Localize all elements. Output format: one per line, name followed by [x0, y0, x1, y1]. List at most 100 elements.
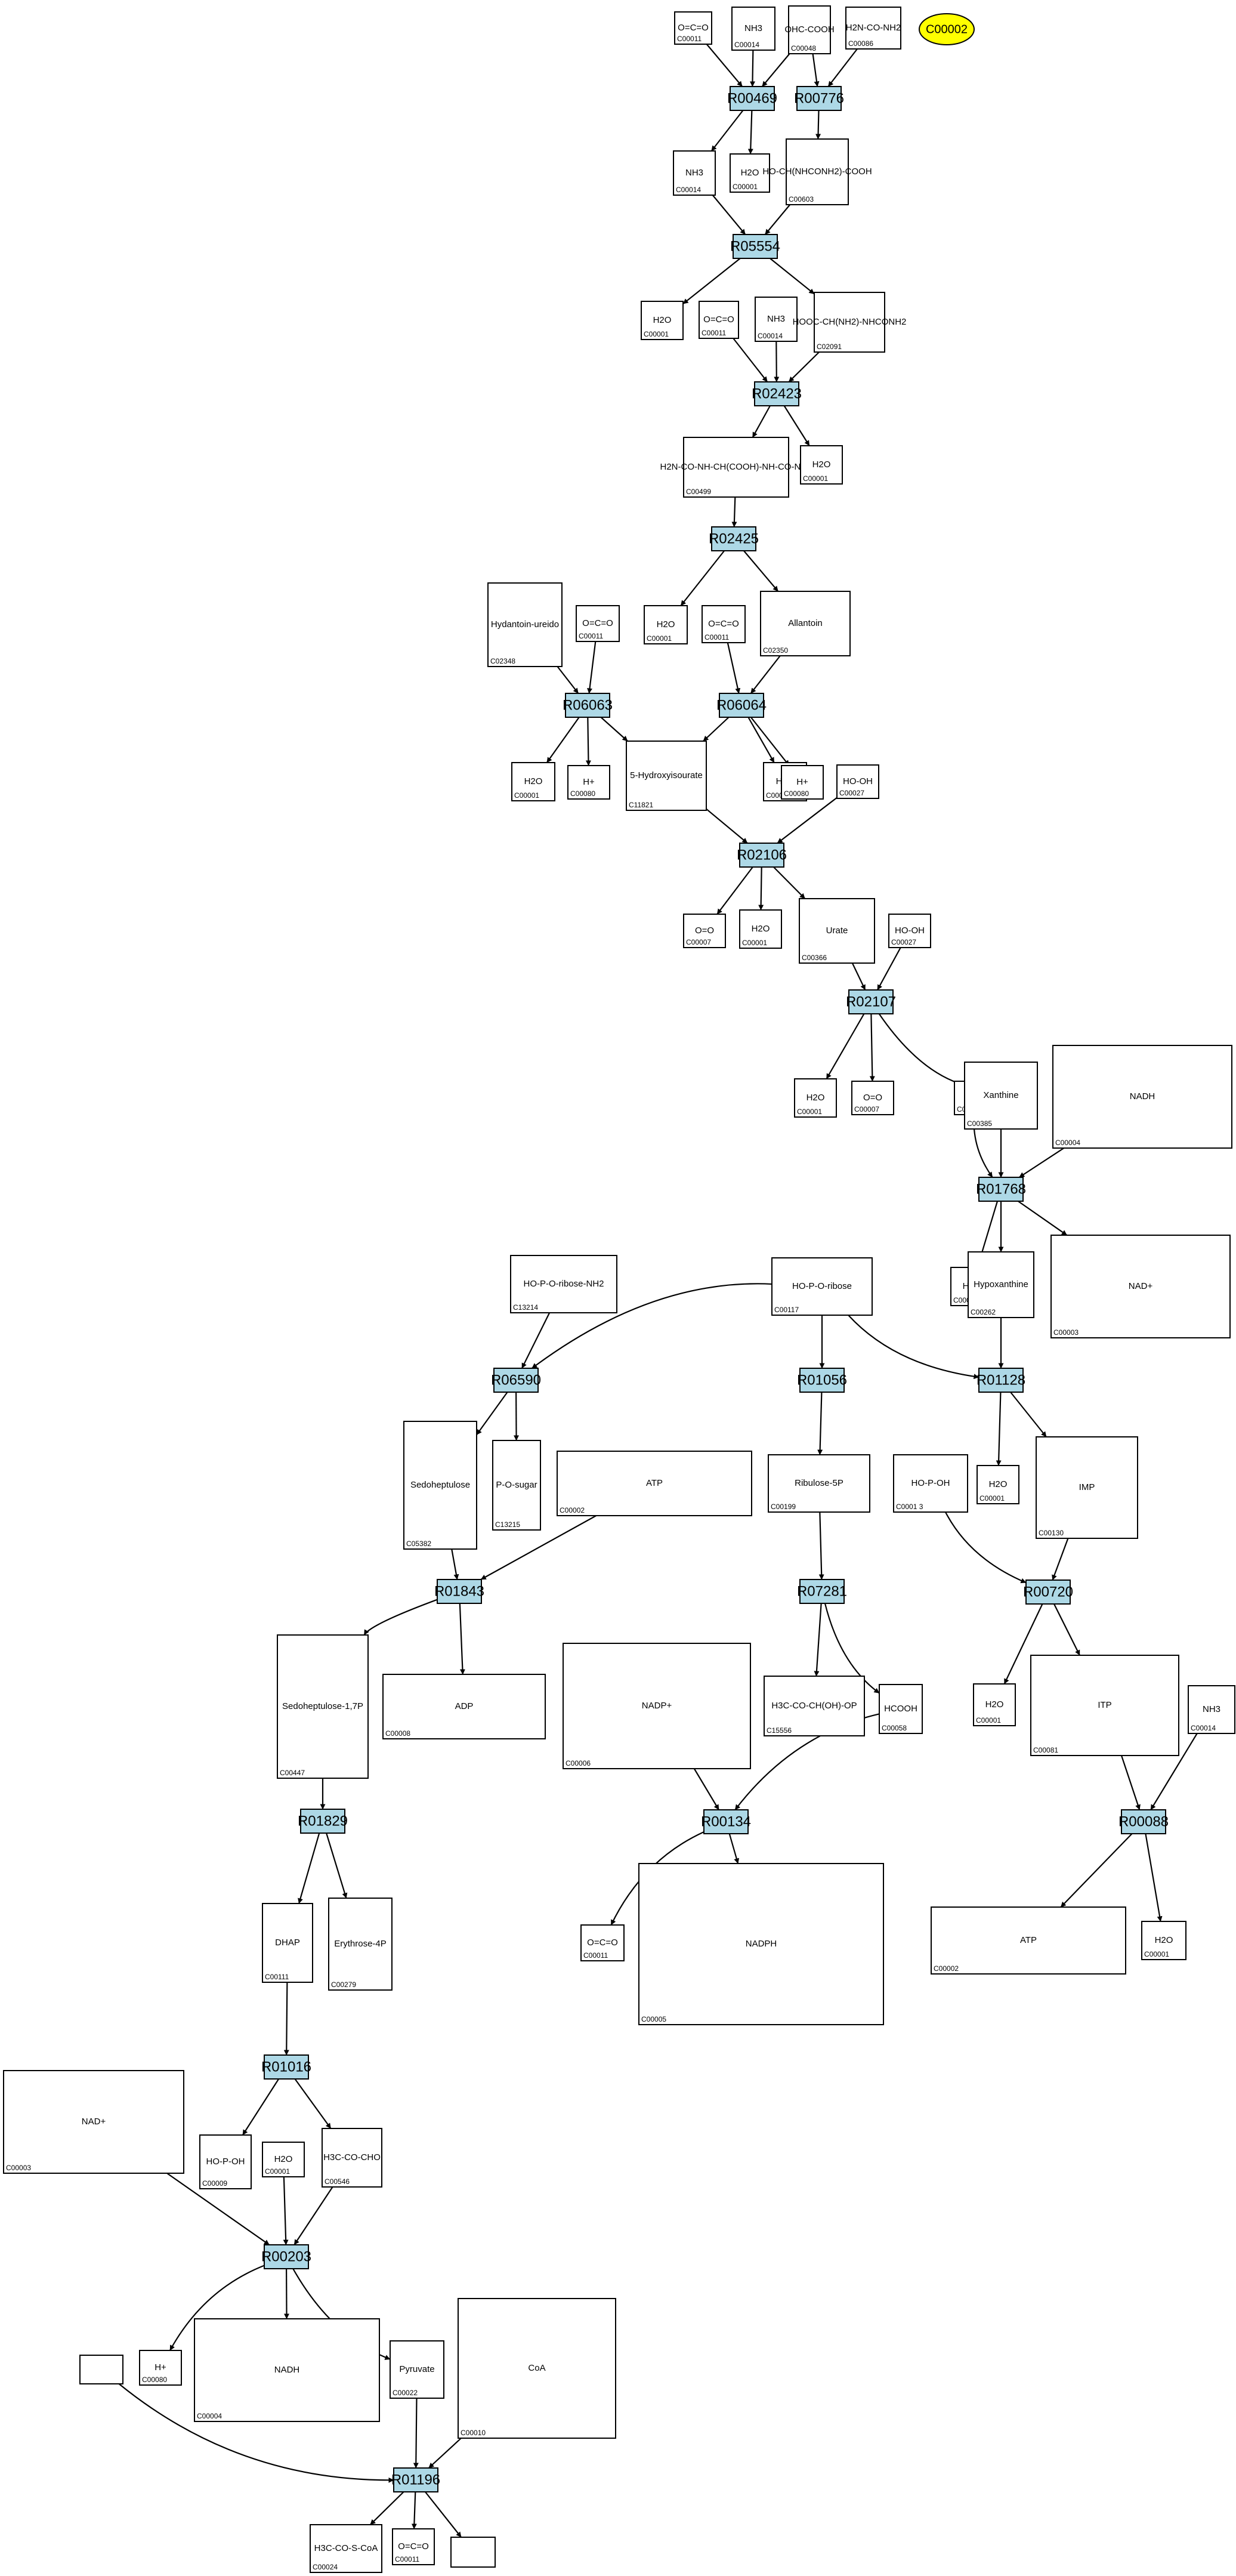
compound-C00006[interactable]: NADP+C00006: [563, 1643, 751, 1769]
reaction-R00776[interactable]: R00776: [794, 86, 844, 111]
reaction-R06590[interactable]: R06590: [491, 1368, 541, 1393]
reaction-R06064[interactable]: R06064: [716, 693, 767, 718]
compound-unknown1[interactable]: [79, 2355, 123, 2384]
reaction-R01829[interactable]: R01829: [298, 1809, 348, 1834]
compound-unknown2[interactable]: [450, 2537, 496, 2568]
reaction-R07281[interactable]: R07281: [797, 1579, 847, 1604]
reaction-R00469[interactable]: R00469: [727, 86, 777, 111]
reaction-R00720[interactable]: R00720: [1023, 1579, 1073, 1605]
reaction-R01128[interactable]: R01128: [977, 1368, 1025, 1393]
compound-C00080d[interactable]: H+C00080: [139, 2350, 182, 2386]
reaction-R02425[interactable]: R02425: [709, 526, 759, 551]
highlighted-compound-C00002[interactable]: C00002: [919, 13, 975, 45]
compound-id-label: C00080: [142, 2376, 167, 2384]
reaction-R02423[interactable]: R02423: [752, 381, 802, 406]
reaction-R02106[interactable]: R02106: [737, 843, 787, 868]
compound-id-label: C00014: [676, 186, 701, 194]
compound-C00003a[interactable]: NAD+C00003: [1050, 1235, 1231, 1338]
compound-box: [79, 2355, 123, 2384]
edge-R06063-C00001e: [546, 717, 580, 763]
reaction-R00203[interactable]: R00203: [261, 2244, 311, 2269]
reaction-R02107[interactable]: R02107: [846, 989, 896, 1014]
reaction-R05554[interactable]: R05554: [730, 234, 780, 259]
compound-C00003b[interactable]: NAD+C00003: [3, 2070, 184, 2174]
edge-R02425-C00001d: [680, 550, 725, 606]
reaction-R01768[interactable]: R01768: [976, 1177, 1026, 1202]
compound-box: [641, 301, 684, 340]
compound-structure: H2O: [653, 315, 672, 325]
reaction-box: [739, 843, 784, 868]
reaction-R01843[interactable]: R01843: [434, 1579, 484, 1604]
reaction-R00134[interactable]: R00134: [701, 1809, 751, 1834]
reaction-R01016[interactable]: R01016: [261, 2054, 311, 2080]
compound-C00080b[interactable]: H+C00080: [781, 765, 824, 800]
reaction-R06063[interactable]: R06063: [563, 693, 613, 718]
compound-C00080a[interactable]: H+C00080: [567, 765, 610, 800]
reaction-R00088[interactable]: R00088: [1118, 1809, 1169, 1834]
reaction-R01196[interactable]: R01196: [391, 2467, 440, 2492]
reaction-R01056[interactable]: R01056: [797, 1368, 847, 1393]
edge-R02425-C02350: [743, 550, 779, 592]
